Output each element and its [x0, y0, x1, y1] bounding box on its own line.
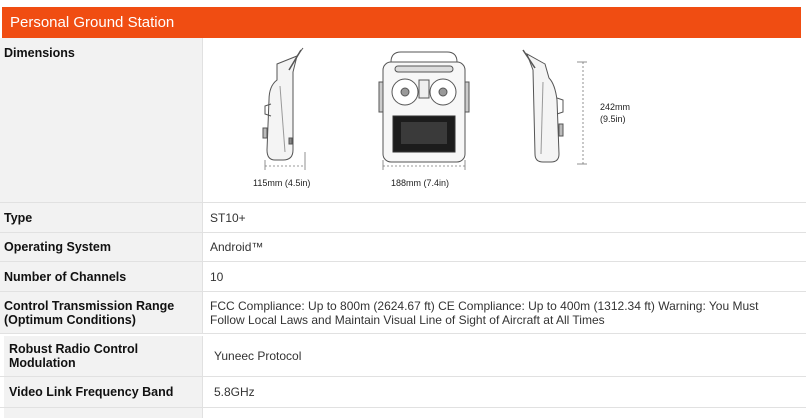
spec-label-modulation: Robust Radio Control Modulation	[4, 336, 203, 376]
spec-label-number-of-channels: Number of Channels	[0, 262, 203, 291]
spec-label-next	[4, 408, 203, 418]
spec-value-type: ST10+	[210, 210, 246, 225]
spec-row-modulation: Robust Radio Control Modulation Yuneec P…	[0, 336, 806, 377]
front-width-label: 188mm (7.4in)	[391, 178, 449, 188]
side-width-label: 115mm (4.5in)	[253, 178, 310, 188]
spec-label-dimensions: Dimensions	[0, 38, 203, 202]
spec-value-operating-system: Android™	[210, 240, 264, 254]
spec-value-transmission-range: FCC Compliance: Up to 800m (2624.67 ft) …	[210, 298, 759, 327]
spec-label-type: Type	[0, 203, 203, 232]
spec-label-transmission-range: Control Transmission Range (Optimum Cond…	[0, 292, 203, 333]
spec-label-video-link: Video Link Frequency Band	[4, 377, 203, 407]
controller-front-view	[378, 51, 470, 163]
section-title: Personal Ground Station	[10, 14, 175, 31]
height-mm-label: 242mm	[600, 102, 630, 112]
spec-value-modulation: Yuneec Protocol	[214, 349, 302, 363]
height-in-label: (9.5in)	[600, 114, 626, 124]
section-header: Personal Ground Station	[2, 7, 801, 38]
spec-row-transmission-range: Control Transmission Range (Optimum Cond…	[0, 292, 806, 334]
spec-row-next	[0, 408, 806, 418]
spec-value-video-link: 5.8GHz	[214, 385, 255, 399]
spec-value-number-of-channels: 10	[210, 269, 224, 284]
controller-side-view-right	[522, 49, 564, 163]
spec-row-dimensions: Dimensions 115mm (4.5in)	[0, 38, 806, 203]
spec-row-type: Type ST10+	[0, 203, 806, 233]
spec-row-number-of-channels: Number of Channels 10	[0, 262, 806, 292]
spec-row-operating-system: Operating System Android™	[0, 233, 806, 262]
controller-dimensions-diagram: 115mm (4.5in) 188mm (7.4in)	[253, 47, 630, 188]
spec-label-operating-system: Operating System	[0, 233, 203, 261]
controller-side-view-left	[262, 47, 304, 161]
spec-row-video-link: Video Link Frequency Band 5.8GHz	[0, 377, 806, 408]
